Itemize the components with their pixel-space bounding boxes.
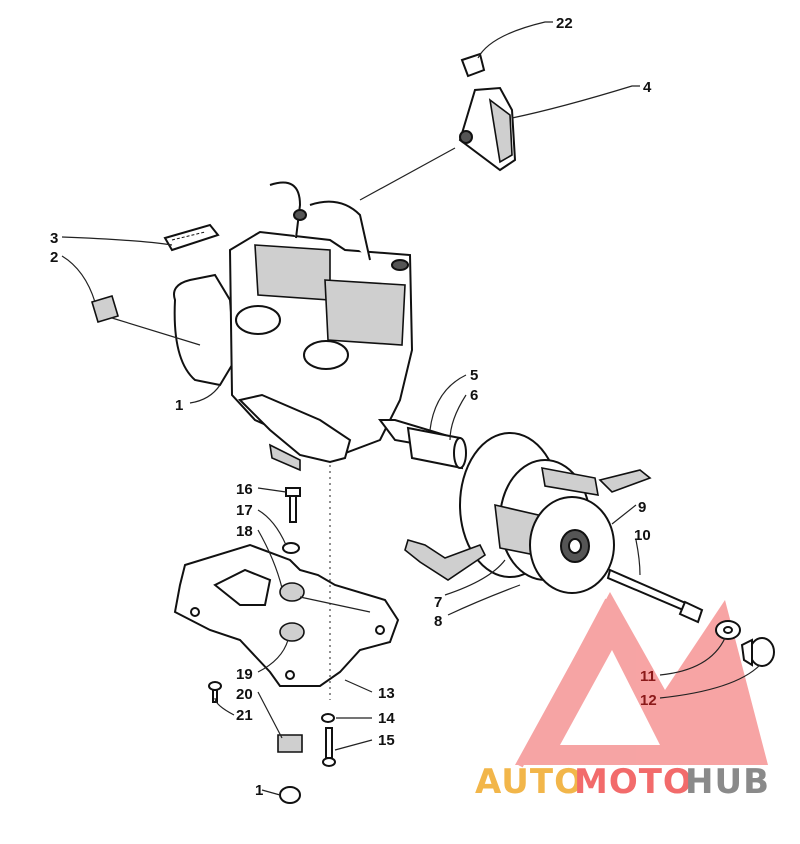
callout-17: 17 (236, 502, 253, 519)
callout-7: 7 (434, 594, 442, 611)
part-belt-7 (404, 469, 652, 581)
part-mount-plate-13 (173, 543, 400, 687)
callout-19: 19 (236, 666, 253, 683)
part-nut-1 (279, 786, 301, 804)
leader-lines (61, 21, 761, 796)
part-bolt-16 (285, 487, 301, 523)
part-washer-14 (321, 713, 335, 723)
part-washer-17 (282, 542, 300, 554)
engine-assembly (173, 181, 457, 472)
watermark-part-moto: MOTO (574, 762, 693, 802)
callout-9: 9 (638, 499, 646, 516)
part-bracket-4 (458, 86, 517, 172)
callout-10: 10 (634, 527, 651, 544)
part-plate-2 (91, 295, 119, 323)
callout-6: 6 (470, 387, 478, 404)
part-clip-22 (460, 52, 486, 78)
part-clutch-pulley (459, 432, 615, 594)
callout-2: 2 (50, 249, 58, 266)
watermark-part-hub: HUB (685, 762, 770, 802)
callout-11: 11 (640, 668, 656, 685)
callout-18: 18 (236, 523, 253, 540)
callout-16: 16 (236, 481, 253, 498)
part-shaft-5-6 (406, 426, 467, 470)
callout-5: 5 (470, 367, 478, 384)
callout-22: 22 (556, 15, 573, 32)
part-washer-11 (715, 620, 741, 640)
part-bushing-19 (279, 622, 305, 642)
callout-13: 13 (378, 685, 395, 702)
part-bolt-15 (322, 727, 336, 767)
part-mount-20 (277, 734, 303, 753)
callout-8: 8 (434, 613, 442, 630)
part-bolt-10 (606, 568, 704, 624)
watermark-text: AUTO MOTO HUB (475, 762, 770, 802)
callout-21: 21 (236, 707, 253, 724)
callout-1: 1 (175, 397, 183, 414)
watermark-part-auto: AUTO (475, 762, 584, 802)
callout-1-bottom: 1 (255, 782, 263, 799)
watermark-logo (515, 592, 768, 768)
part-plate-3 (163, 223, 220, 252)
callout-3: 3 (50, 230, 58, 247)
callout-15: 15 (378, 732, 395, 749)
callout-12: 12 (640, 692, 657, 709)
callout-14: 14 (378, 710, 395, 727)
part-cap-12 (740, 637, 775, 667)
part-spacer-18 (279, 582, 305, 602)
callout-20: 20 (236, 686, 253, 703)
callout-4: 4 (643, 79, 652, 96)
